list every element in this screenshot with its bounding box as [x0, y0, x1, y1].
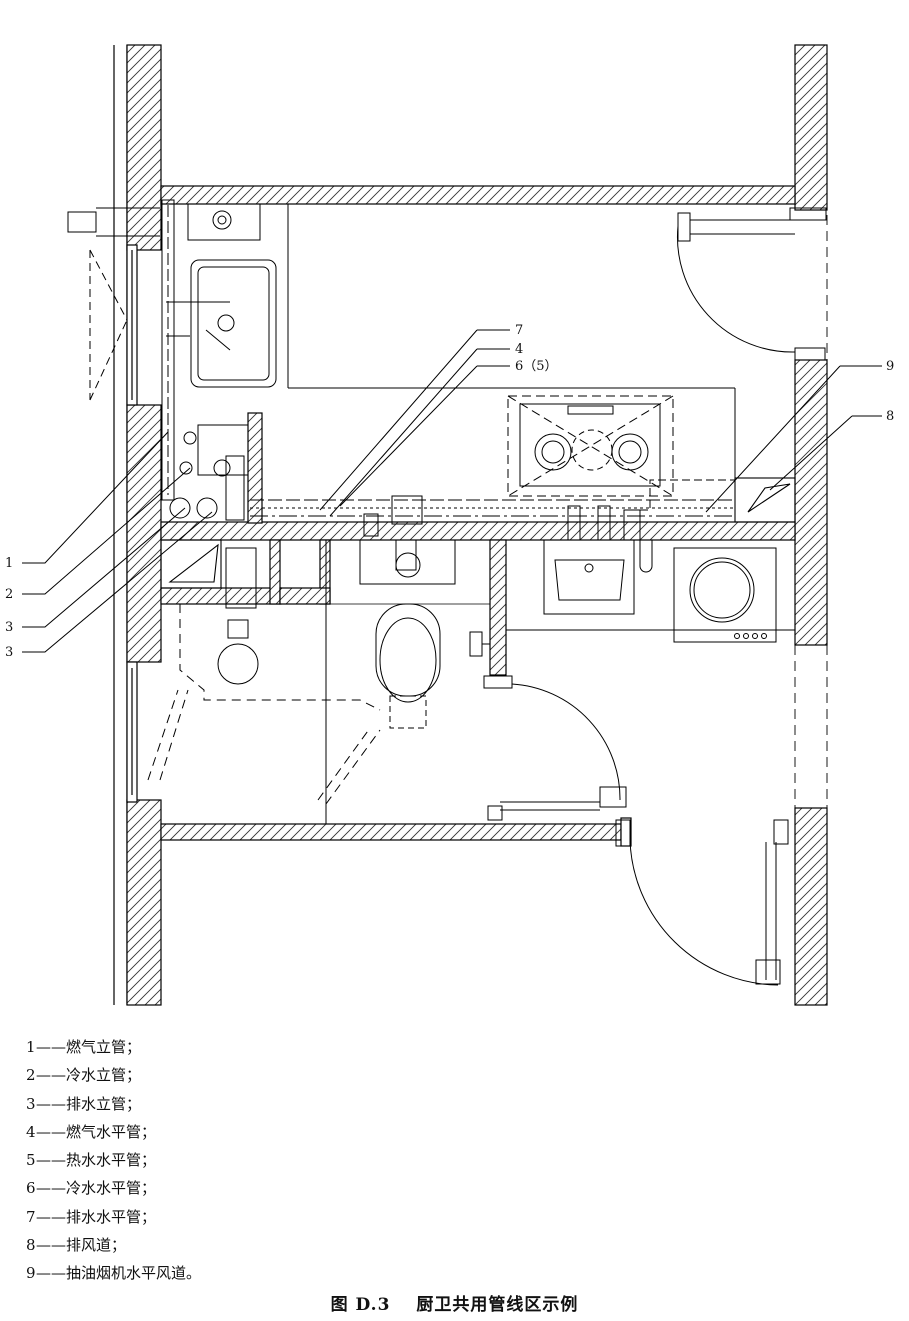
left-box — [160, 539, 222, 589]
legend-item: 8——排风道； — [26, 1236, 127, 1255]
window-left-upper — [67, 207, 160, 401]
kitchen-counter — [287, 204, 736, 522]
callout-2: 2 — [5, 587, 13, 602]
partition-wall — [160, 412, 796, 676]
legend-item: 9——抽油烟机水平风道。 — [26, 1264, 202, 1283]
legend-item: 6——冷水水平管； — [26, 1179, 157, 1198]
exhaust-shaft — [734, 477, 796, 523]
bottom-wall — [160, 817, 632, 847]
callout-8: 8 — [886, 409, 894, 424]
gas-stove — [507, 395, 674, 497]
floor-plan-drawing: 7 4 6（5） 9 8 1 2 3 3 — [5, 44, 894, 1006]
door-bathroom — [469, 631, 627, 821]
horizontal-pipes — [250, 479, 735, 541]
water-heater — [187, 203, 261, 241]
dashed-shower-outline — [147, 540, 381, 824]
door-kitchen — [676, 207, 827, 361]
figure-title: 厨卫共用管线区示例 — [416, 1295, 579, 1315]
legend-item: 2——冷水立管； — [26, 1066, 142, 1085]
legend-item: 3——排水立管； — [26, 1094, 142, 1113]
exterior-wall-right — [794, 44, 828, 1006]
legend: 1——燃气立管； 2——冷水立管； 3——排水立管； 4——燃气水平管； 5——… — [26, 1033, 201, 1288]
exterior-wall-left — [113, 44, 162, 1006]
legend-item: 4——燃气水平管； — [26, 1122, 157, 1141]
washbasin — [543, 539, 653, 615]
figure-caption: 图 D.3 厨卫共用管线区示例 — [0, 1290, 909, 1315]
floor-drain — [217, 547, 259, 685]
callout-3b: 3 — [5, 645, 13, 660]
legend-item: 7——排水水平管； — [26, 1207, 157, 1226]
kitchen-sink — [190, 259, 277, 388]
legend-item: 1——燃气立管； — [26, 1038, 142, 1056]
callout-6-5: 6（5） — [515, 359, 558, 374]
leader-lines — [22, 329, 882, 653]
callout-1: 1 — [5, 556, 13, 571]
pipe-shaft — [161, 199, 249, 521]
callout-4: 4 — [515, 342, 523, 357]
toilet — [375, 603, 441, 729]
callout-3a: 3 — [5, 620, 13, 635]
figure-number: 图 D.3 — [330, 1295, 391, 1315]
callout-7: 7 — [515, 323, 523, 338]
callout-9: 9 — [886, 359, 894, 374]
door-entry — [615, 819, 789, 986]
top-wall — [160, 185, 796, 205]
legend-item: 5——热水水平管； — [26, 1151, 157, 1170]
bathroom-vanity — [359, 539, 456, 585]
washing-machine — [673, 547, 777, 643]
